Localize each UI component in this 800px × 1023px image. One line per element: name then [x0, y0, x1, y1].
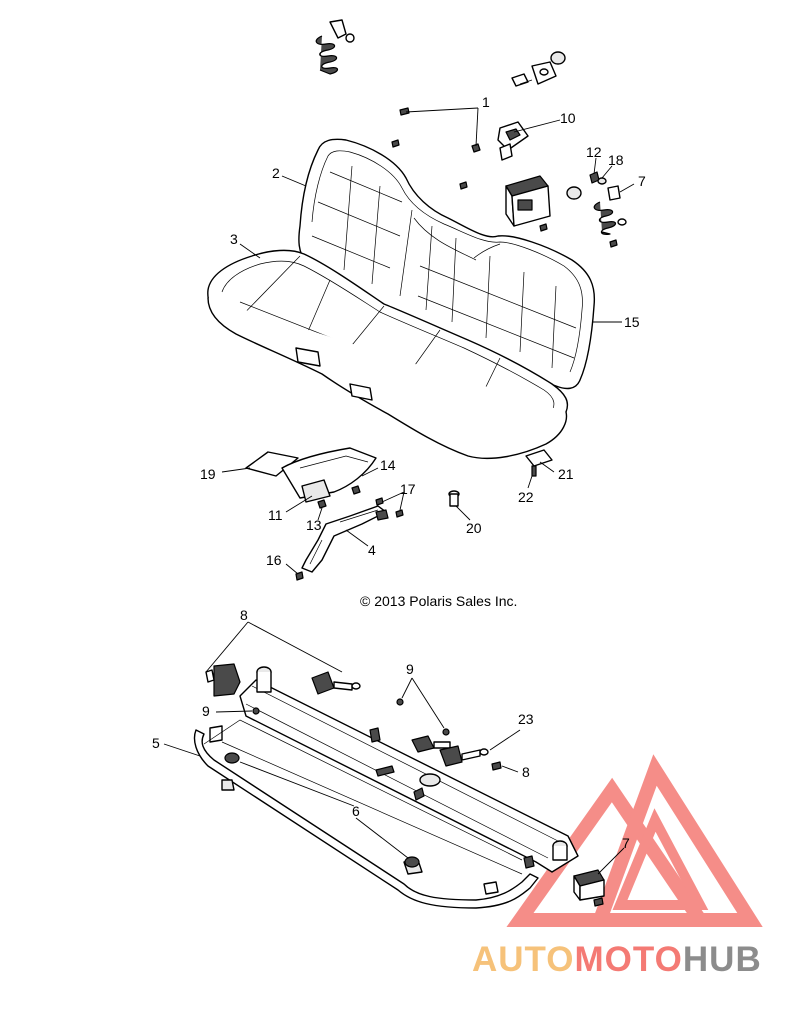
callout-17: 17 — [400, 481, 416, 497]
seat-bottom-underside — [295, 347, 373, 401]
support-bracket — [295, 497, 404, 581]
callout-5: 5 — [152, 735, 160, 751]
callout-15: 15 — [624, 314, 640, 330]
callout-22: 22 — [518, 489, 534, 505]
callout-21: 21 — [558, 466, 574, 482]
cross-member — [239, 666, 579, 873]
callout-6: 6 — [352, 803, 360, 819]
watermark-triangle-right — [589, 754, 763, 927]
copyright-notice: © 2013 Polaris Sales Inc. — [360, 593, 517, 609]
callout-2: 2 — [272, 165, 280, 181]
bolt-and-nut-12-18 — [566, 171, 607, 200]
callout-3: 3 — [230, 231, 238, 247]
callout-9-upper: 9 — [406, 661, 414, 677]
callout-labels: 1 2 3 4 5 6 7 7 8 8 9 9 10 11 12 13 14 1… — [152, 94, 646, 851]
spring-upper — [315, 19, 355, 75]
callout-19: 19 — [200, 466, 216, 482]
callout-10: 10 — [560, 110, 576, 126]
grommets-6 — [224, 752, 420, 868]
watermark-text-auto: AUTO — [472, 940, 575, 979]
spring-right — [593, 185, 627, 235]
belt-retractor-lower — [573, 869, 605, 907]
callout-14: 14 — [380, 457, 396, 473]
watermark-text: AUTOMOTOHUB — [472, 940, 762, 979]
seat-pocket-plate — [245, 447, 377, 509]
callout-8-upper: 8 — [240, 607, 248, 623]
callout-13: 13 — [306, 517, 322, 533]
watermark-text-moto: MOTO — [575, 940, 683, 979]
nuts-9 — [252, 698, 450, 736]
callout-11: 11 — [268, 507, 283, 523]
callout-8-lower: 8 — [522, 764, 530, 780]
belt-anchors — [205, 663, 502, 771]
callout-12: 12 — [586, 144, 602, 160]
leader-lines — [163, 107, 635, 875]
seat-belt-buckle — [497, 121, 529, 161]
watermark-text-hub: HUB — [683, 940, 762, 979]
seat-base-plate — [203, 719, 523, 875]
latch-hardware-upper — [511, 51, 566, 87]
screws-upper — [391, 107, 618, 248]
callout-16: 16 — [266, 552, 282, 568]
callout-9-lower: 9 — [202, 703, 210, 719]
callout-23: 23 — [518, 711, 534, 727]
bolt-20 — [448, 490, 460, 507]
clip-21 — [525, 449, 553, 477]
callout-4: 4 — [368, 542, 376, 558]
callout-18: 18 — [608, 152, 624, 168]
callout-7-upper: 7 — [638, 173, 646, 189]
seat-bottom — [207, 249, 569, 460]
belt-retractor — [505, 175, 551, 227]
callout-20: 20 — [466, 520, 482, 536]
callout-7-lower: 7 — [622, 835, 630, 851]
watermark-triangle-inner — [612, 808, 709, 910]
callout-1: 1 — [482, 94, 490, 110]
